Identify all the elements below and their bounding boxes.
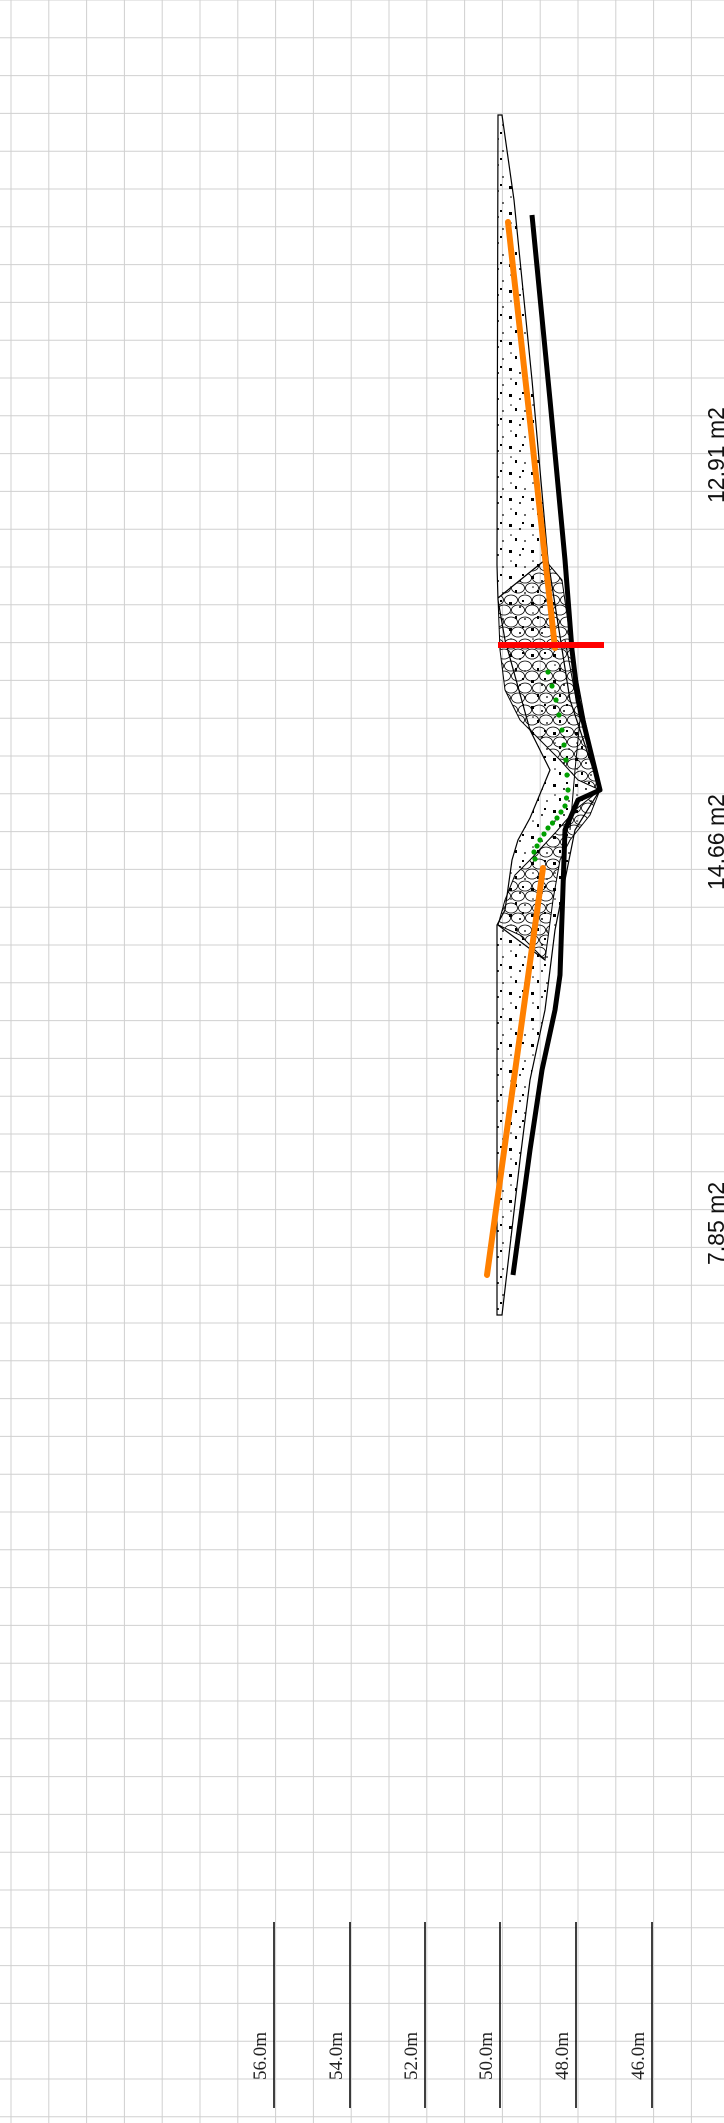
green-dot [561,742,567,748]
green-dot [537,837,543,843]
area-label-middle: 14.66 m2 [703,794,724,890]
orange-line-lower [484,865,546,1278]
green-dot [534,843,540,849]
scale-label-48: 48.0m [552,2032,573,2080]
green-dot [556,712,562,718]
cobble-zone-lower [497,788,602,962]
cross-section-body [496,114,602,1316]
green-dot [545,825,551,831]
area-label-upper: 12.91 m2 [703,407,724,503]
green-dot [545,669,551,675]
scale-label-52: 52.0m [401,2032,422,2080]
green-dot [563,795,570,801]
elevation-scale: 56.0m 54.0m 52.0m 50.0m 48.0m 46.0m [250,1922,653,2108]
cobble-sand-boundary-lower [497,924,546,961]
green-dot [558,809,564,815]
green-dot [563,757,569,763]
cobble-sand-boundary-upper [497,559,546,599]
green-dot [553,697,559,703]
scale-label-46: 46.0m [628,2032,649,2080]
green-dot [549,683,555,689]
cobble-zone-upper [497,559,601,791]
scale-label-56: 56.0m [250,2032,271,2080]
scale-label-54: 54.0m [326,2032,347,2080]
green-dot [531,849,537,855]
green-dot [562,803,568,809]
green-dot [564,772,570,778]
green-dot [532,856,538,862]
inner-layer-line [564,639,581,831]
green-dot [549,820,556,826]
green-dot [559,727,565,733]
green-dot [541,831,547,837]
green-dot [554,815,560,821]
green-dotted-line [531,669,571,862]
ground-profile-line [510,214,603,1276]
orange-line-upper [505,219,558,651]
scale-label-50: 50.0m [476,2032,497,2080]
area-label-lower: 7.85 m2 [703,1182,724,1265]
green-dot [565,787,571,793]
